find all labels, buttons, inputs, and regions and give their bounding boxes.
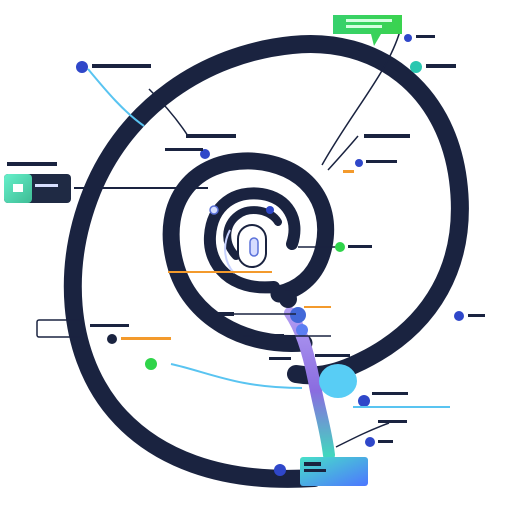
circle-node-icon bbox=[454, 311, 464, 321]
dot-icon bbox=[200, 149, 210, 159]
dot-icon bbox=[209, 205, 219, 215]
panel-label-2 bbox=[304, 469, 326, 472]
callout-bar-2 bbox=[255, 334, 284, 337]
callout-upper-center bbox=[165, 134, 236, 159]
mini-node bbox=[266, 206, 274, 214]
callout-right-lower bbox=[315, 311, 485, 423]
stem-mid-node bbox=[296, 324, 308, 336]
leader-upper-center bbox=[148, 88, 189, 137]
callout-bar-3 bbox=[378, 420, 407, 423]
callout-bar-2 bbox=[372, 392, 408, 395]
callout-bar bbox=[378, 440, 393, 443]
leader-right-top bbox=[321, 30, 401, 166]
leader-top-left bbox=[87, 68, 145, 127]
callout-bar bbox=[426, 64, 456, 68]
lower-blue-node bbox=[358, 395, 370, 407]
callout-bar bbox=[92, 64, 151, 68]
circle-node-icon bbox=[107, 334, 117, 344]
callout-right-top bbox=[410, 61, 456, 73]
callout-bar bbox=[364, 134, 410, 138]
panel-node bbox=[274, 464, 286, 476]
leader-upper-right bbox=[327, 135, 359, 171]
callout-bar-2 bbox=[366, 160, 397, 163]
circle-node-icon bbox=[335, 242, 345, 252]
callout-lower-left bbox=[36, 319, 171, 344]
callout-top-right-badge bbox=[333, 15, 435, 46]
bracket-shape bbox=[36, 319, 83, 338]
circle-node-icon bbox=[410, 61, 422, 73]
center-capsule bbox=[224, 224, 267, 274]
callout-bottom-panel bbox=[274, 457, 368, 486]
callout-bar bbox=[121, 337, 171, 340]
callout-top-left bbox=[76, 61, 151, 73]
callout-right-mid bbox=[335, 242, 372, 252]
callout-bottom-right bbox=[365, 437, 393, 447]
callout-bar bbox=[186, 134, 236, 138]
callout-label-bar bbox=[7, 162, 57, 166]
badge-small-node bbox=[404, 34, 412, 42]
leader-lines bbox=[74, 30, 450, 448]
callout-bar bbox=[315, 354, 350, 357]
central-stem bbox=[279, 290, 370, 461]
callout-label-bar-2 bbox=[35, 184, 58, 187]
speech-bubble-icon bbox=[333, 15, 402, 46]
callout-bar bbox=[348, 245, 372, 248]
callout-bar-2 bbox=[90, 324, 129, 327]
circle-node-icon bbox=[365, 437, 375, 447]
callout-upper-right bbox=[343, 134, 410, 173]
callout-bar-2 bbox=[165, 148, 203, 151]
callouts bbox=[4, 15, 485, 486]
badge-mini-label bbox=[416, 35, 435, 38]
callout-left-mid bbox=[4, 162, 71, 203]
capsule-core bbox=[249, 237, 259, 257]
callout-accent bbox=[343, 170, 354, 173]
callout-bar bbox=[245, 191, 274, 195]
callout-inner-left bbox=[209, 191, 274, 215]
callout-bar bbox=[199, 312, 234, 316]
callout-lower-center bbox=[145, 312, 291, 370]
stem-top-node-2 bbox=[290, 307, 306, 323]
spiral-rings bbox=[63, 35, 469, 488]
leader-bottom-left bbox=[170, 363, 303, 389]
inner-ring bbox=[203, 187, 301, 294]
stem-top-node bbox=[279, 290, 297, 308]
cyan-bubble-node bbox=[319, 364, 357, 398]
badge-line-1 bbox=[346, 19, 392, 22]
dot-icon bbox=[355, 159, 363, 167]
callout-bar-3 bbox=[269, 357, 291, 360]
leader-bottom-right-lower bbox=[335, 422, 390, 448]
badge-line-2 bbox=[346, 25, 382, 28]
circle-node-icon bbox=[145, 358, 157, 370]
panel-label-1 bbox=[304, 462, 321, 466]
chat-icon-glyph bbox=[13, 184, 23, 192]
circle-node-icon bbox=[76, 61, 88, 73]
callout-bar-4 bbox=[468, 314, 485, 317]
capsule-highlight bbox=[224, 229, 235, 274]
outer-ring bbox=[63, 35, 469, 488]
